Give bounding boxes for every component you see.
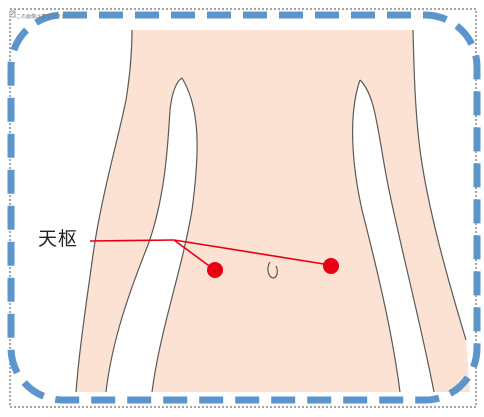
leader-line-main xyxy=(90,240,174,241)
image-caption: この画像は表示できません。 xyxy=(16,13,81,20)
acupoint-left xyxy=(207,262,223,278)
acupoint-right xyxy=(323,258,339,274)
acupoint-label: 天枢 xyxy=(38,224,78,251)
broken-image-icon xyxy=(10,11,15,17)
